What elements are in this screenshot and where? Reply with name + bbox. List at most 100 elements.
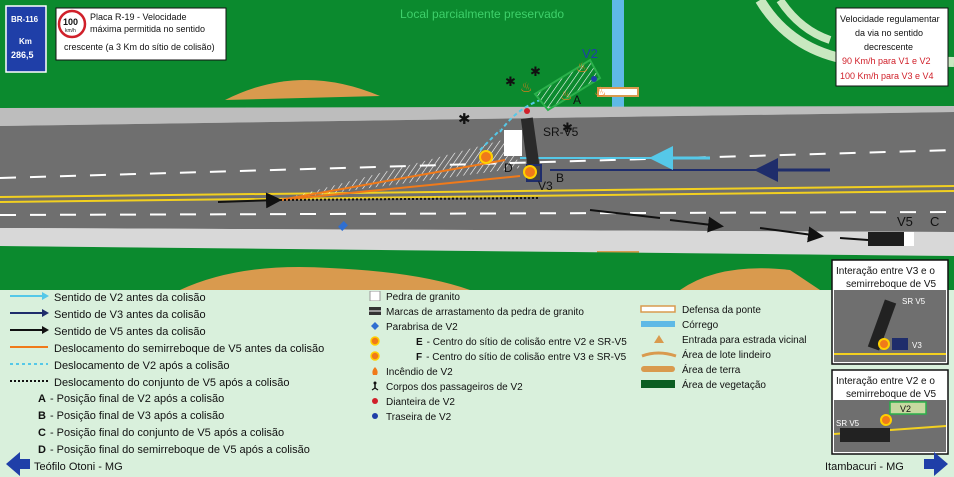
legend-text: Área de lote lindeiro: [682, 350, 771, 361]
legend-text: Defensa da ponte: [682, 305, 761, 316]
speed-limit-value: 100: [63, 17, 78, 27]
legend-text: Pedra de granito: [386, 292, 460, 303]
lot-area-top-right-2: [776, 0, 832, 44]
inset-v2-trailer: [840, 428, 890, 442]
vehicle-v5-front: [904, 232, 914, 246]
legend-panel: [0, 290, 954, 477]
speed-info-line4: 90 Km/h para V1 e V2: [842, 56, 931, 66]
road-shoulder-top: [0, 106, 954, 126]
inset-v3-srv5: SR V5: [902, 297, 926, 306]
fire-symbol: [368, 366, 382, 379]
legend-text: Traseira de V2: [386, 412, 452, 423]
label-srv5: SR-V5: [543, 125, 579, 139]
legend-key: D: [38, 444, 46, 456]
legend-item: Incêndio de V2: [368, 366, 453, 379]
legend-item: Sentido de V3 antes da colisão: [8, 308, 206, 321]
windshield-v2: [338, 221, 348, 231]
label-v2: V2: [582, 46, 598, 61]
footer-right-city: Itambacuri - MG: [825, 461, 904, 473]
legend-item: Deslocamento de V2 após a colisão: [8, 359, 230, 372]
legend-item: Corpos dos passageiros de V2: [368, 381, 523, 394]
speed-sign-text1: Placa R-19 - Velocidade: [90, 12, 187, 22]
fire-icon: ♨: [560, 87, 573, 103]
legend-item: Área de terra: [640, 364, 740, 377]
legend-item: Entrada para estrada vicinal: [640, 334, 807, 347]
fire-icon: ♨: [520, 79, 533, 95]
legend-text: Córrego: [682, 320, 719, 331]
vehicle-v2: [533, 58, 602, 112]
legend-item: Deslocamento do conjunto de V5 após a co…: [8, 376, 289, 389]
footer-left-city: Teófilo Otoni - MG: [34, 461, 123, 473]
fire-icon: ♨: [576, 59, 589, 75]
speed-sign-text3: crescente (a 3 Km do sítio de colisão): [64, 42, 215, 52]
speed-limit-icon: [57, 9, 87, 39]
legend-key: E: [416, 337, 423, 348]
legend-text: - Posição final do semirreboque de V5 ap…: [49, 444, 310, 456]
page-title: Local parcialmente preservado: [400, 7, 564, 21]
legend-text: - Centro do sítio de colisão entre V3 e …: [426, 352, 627, 363]
body-symbol: [368, 381, 382, 394]
inset-v3-title2: semirreboque de V5: [846, 279, 936, 290]
v5-path-dash-2: [669, 216, 724, 233]
legend-text: Deslocamento de V2 após a colisão: [54, 359, 230, 372]
inset-v3-title1: Interação entre V3 e o: [836, 266, 935, 277]
dirt-area-bottom-right: [680, 268, 820, 290]
v2-after-symbol: [8, 359, 50, 372]
legend-item: Defensa da ponte: [640, 304, 761, 317]
v5-after-symbol: [8, 376, 50, 389]
legend-text: Parabrisa de V2: [386, 322, 458, 333]
legend-text: - Posição final de V3 após a colisão: [49, 410, 225, 422]
v5-trailer-path-orange-1: [279, 159, 506, 201]
legend-item: Sentido de V5 antes da colisão: [8, 325, 206, 338]
legend-key: C: [38, 427, 46, 439]
legend-item: A - Posição final de V2 após a colisão: [8, 393, 224, 405]
legend-text: Sentido de V5 antes da colisão: [54, 325, 206, 338]
legend-text: - Posição final do conjunto de V5 após a…: [49, 427, 285, 439]
inset-v3-car: [892, 338, 908, 350]
collision-site-f: [523, 165, 537, 179]
body-icon: ✱: [505, 74, 516, 89]
body-icon: ✱: [458, 111, 471, 128]
road-center-line: [0, 185, 954, 198]
inset-v2-title2: semirreboque de V5: [846, 389, 936, 400]
v2-front-marker: [524, 108, 530, 114]
arrow-right-icon: [924, 452, 948, 476]
legend-item: E - Centro do sítio de colisão entre V2 …: [368, 336, 627, 349]
legend-text: Área de terra: [682, 365, 741, 376]
legend-text: - Posição final de V2 após a colisão: [49, 393, 225, 405]
trailer-path-symbol: [8, 342, 50, 355]
dirt-area-symbol: [640, 364, 678, 377]
legend-key: B: [38, 410, 46, 422]
legend-text: Entrada para estrada vicinal: [682, 335, 807, 346]
collision-site-symbol: [368, 351, 382, 364]
vehicle-v5: [868, 232, 904, 246]
speed-info-line1: Velocidade regulamentar: [840, 14, 940, 24]
lot-area-symbol: [640, 349, 678, 362]
legend-item: Área de lote lindeiro: [640, 349, 771, 362]
label-b: B: [556, 171, 564, 185]
fire-icon: ♨: [594, 83, 607, 99]
legend-item: Parabrisa de V2: [368, 321, 458, 334]
legend-text: Corpos dos passageiros de V2: [386, 382, 523, 393]
bridge-guard-symbol: [640, 304, 678, 317]
inset-v3-trailer: [867, 299, 897, 351]
collision-site-symbol: [368, 336, 382, 349]
legend-text: - Centro do sítio de colisão entre V2 e …: [426, 337, 627, 348]
inset-v2-title1: Interação entre V2 e o: [836, 376, 935, 387]
vegetation-symbol: [640, 379, 678, 392]
bridge-guard-top: [597, 87, 639, 97]
legend-item: D - Posição final do semirreboque de V5 …: [8, 444, 310, 456]
inset-v2-srv5: SR V5: [836, 419, 860, 428]
granite-stone-symbol: [368, 290, 382, 304]
inset-v3-road: [834, 290, 946, 362]
v3-direction-symbol: [8, 308, 50, 321]
speed-info-line3: decrescente: [864, 42, 913, 52]
label-v3: V3: [538, 179, 553, 193]
v5-path-dash-3: [759, 226, 824, 243]
stream-top: [612, 0, 624, 108]
speed-info-line5: 100 Km/h para V3 e V4: [840, 71, 934, 81]
v5-direction-symbol: [8, 325, 50, 338]
legend-item: Sentido de V2 antes da colisão: [8, 291, 206, 304]
road-shoulder-bottom: [0, 228, 954, 256]
